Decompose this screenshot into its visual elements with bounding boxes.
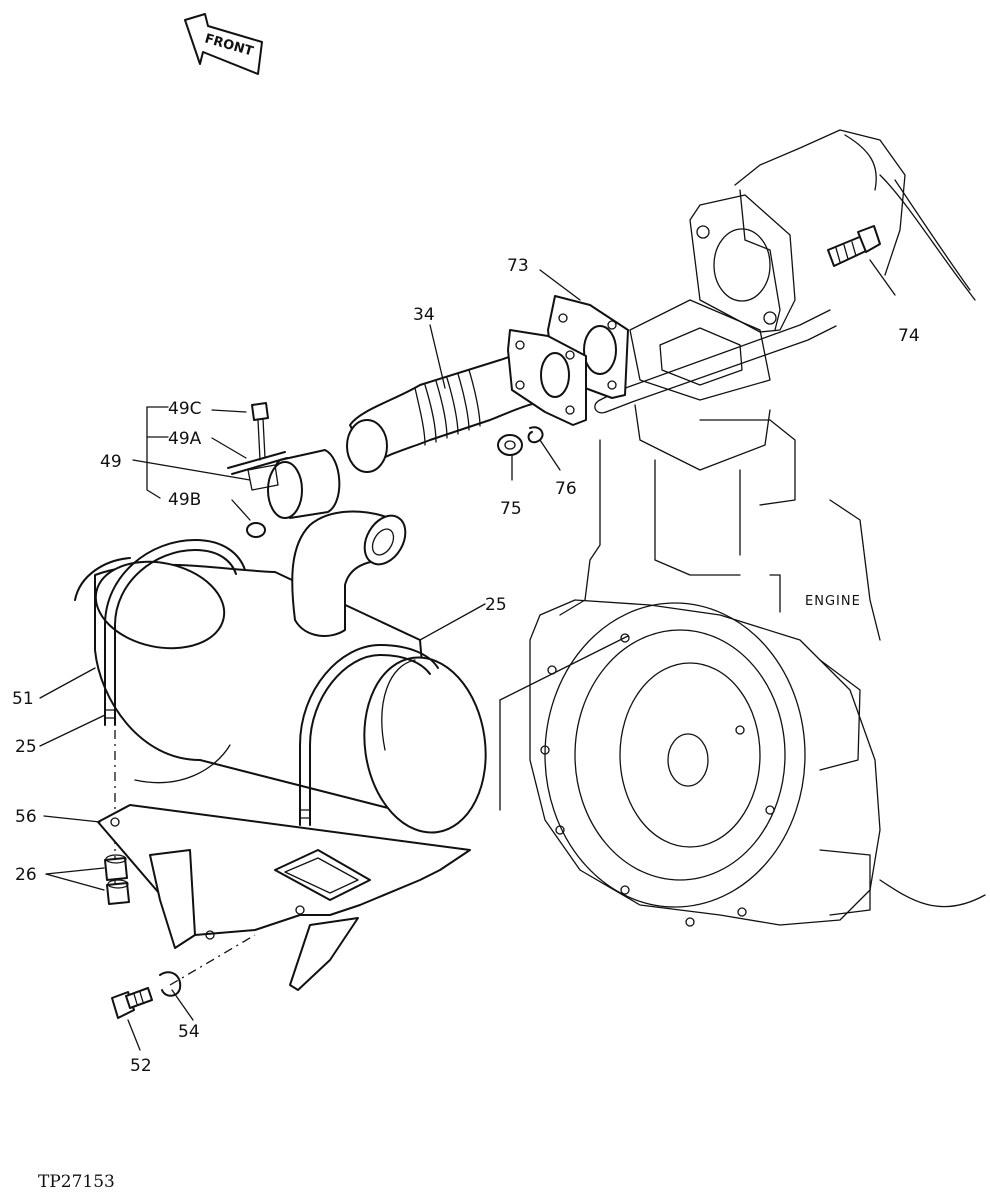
figure-reference: TP27153	[38, 1172, 115, 1192]
nut-26	[104, 854, 130, 905]
callout-51: 51	[12, 689, 34, 709]
engine-label: ENGINE	[805, 594, 861, 609]
washer-54	[159, 971, 182, 997]
leader-lines	[39, 259, 896, 1051]
bolt-74	[827, 225, 881, 267]
callout-49b: 49B	[168, 490, 201, 510]
callout-74: 74	[898, 326, 920, 346]
callout-26: 26	[15, 865, 37, 885]
callout-73: 73	[507, 256, 529, 276]
engine-drawing: ENGINE	[499, 129, 986, 927]
callout-75: 75	[500, 499, 522, 519]
bolt-52	[111, 987, 153, 1019]
washer-76	[527, 426, 544, 444]
callout-49a: 49A	[168, 429, 202, 449]
callout-54: 54	[178, 1022, 200, 1042]
callout-52: 52	[130, 1056, 152, 1076]
callout-49c: 49C	[168, 399, 202, 419]
callout-56: 56	[15, 807, 37, 827]
clamp-49	[227, 402, 341, 538]
nut-75	[497, 434, 523, 456]
callout-25-top: 25	[485, 595, 507, 615]
exhaust-pipe-34	[346, 329, 587, 473]
front-arrow-icon: FRONT	[184, 13, 263, 75]
bracket-56	[97, 804, 471, 991]
callout-34: 34	[413, 305, 435, 325]
callout-49: 49	[100, 452, 122, 472]
u-bolt-25	[104, 539, 439, 826]
callout-25-left: 25	[15, 737, 37, 757]
callout-76: 76	[555, 479, 577, 499]
callouts: 73 74 34 75 76 49C 49A 49 49B 25 51 25 5…	[12, 256, 920, 1076]
